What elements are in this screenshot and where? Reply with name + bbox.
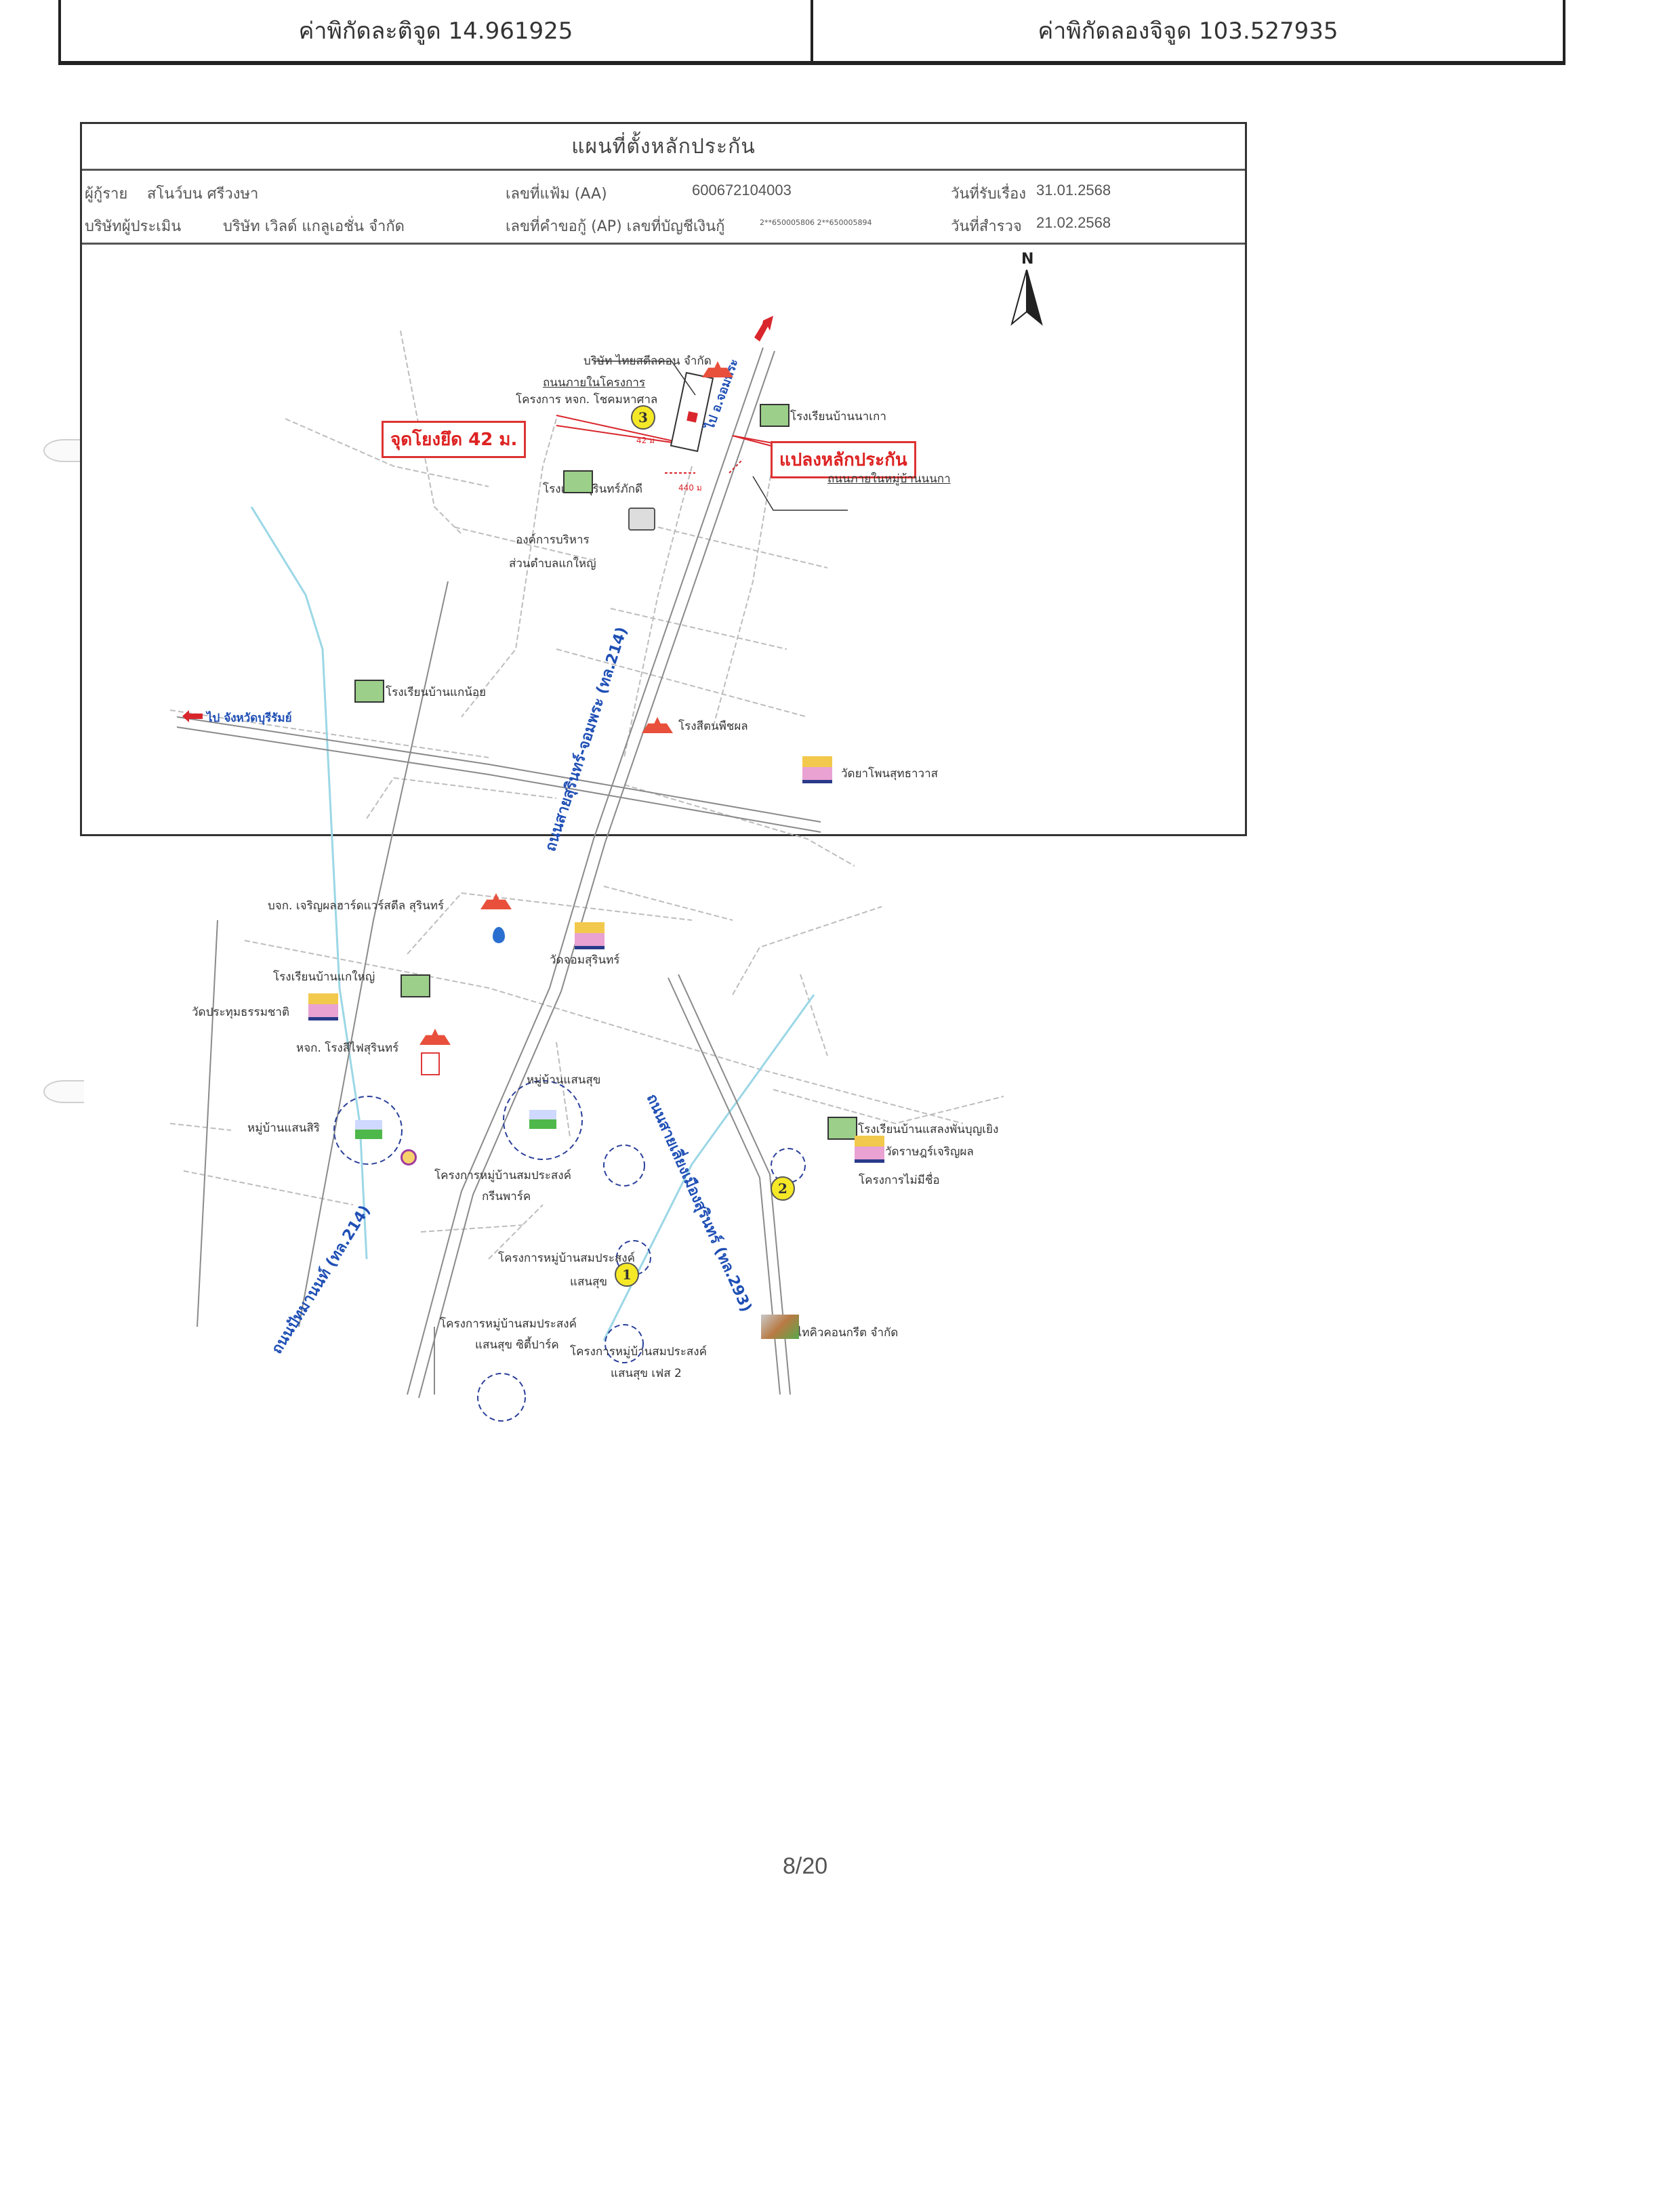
collateral-plot-box: แปลงหลักประกัน — [771, 441, 916, 478]
received-date: 31.01.2568 — [1036, 182, 1111, 199]
label-school-nakao: โรงเรียนบ้านนาเกา — [790, 410, 886, 424]
label-school-kae-noi: โรงเรียนบ้านแกน้อย — [386, 686, 487, 699]
map-info-block: ผู้กู้ราย สโนว์บน ศรีวงษา เลขที่แฟ้ม (AA… — [82, 171, 1245, 245]
project-badge-3: 3 — [631, 405, 655, 430]
school-icon — [760, 404, 790, 427]
coordinates-table: ค่าพิกัดละติจูด 14.961925 ค่าพิกัดลองจิจ… — [58, 0, 1565, 65]
appraiser-name: บริษัท เวิลด์ แกลูเอชั่น จำกัด — [223, 218, 405, 235]
survey-date-label: วันที่สำรวจ — [951, 218, 1022, 235]
label-charoenphon: บจก. เจริญผลฮาร์ดแวร์สตีล สุรินทร์ — [268, 899, 445, 913]
label-school-kae-yai: โรงเรียนบ้านแกใหญ่ — [273, 970, 375, 984]
label-school-salaeng: โรงเรียนบ้านแสลงพันบุญเยิง — [858, 1123, 999, 1136]
road-network — [169, 316, 1004, 1422]
punch-hole-bottom — [43, 1080, 84, 1103]
gas-station-icon — [493, 927, 505, 943]
school-icon — [827, 1117, 857, 1140]
label-phase2-2: แสนสุข เฟส 2 — [611, 1367, 682, 1380]
village-icon — [529, 1110, 556, 1129]
received-date-label: วันที่รับเรื่อง — [951, 186, 1026, 203]
info-row-2: บริษัทผู้ประเมิน บริษัท เวิลด์ แกลูเอชั่… — [82, 209, 1245, 243]
project-badge-2: 2 — [771, 1176, 795, 1201]
punch-hole-top — [43, 439, 84, 462]
distance-42m: 42 ม — [636, 436, 655, 445]
temple-icon — [308, 993, 338, 1020]
label-thai-steel: บริษัท ไทยสตีลคอน จำกัด — [583, 354, 712, 368]
latitude-cell: ค่าพิกัดละติจูด 14.961925 — [298, 18, 573, 45]
road-label-village: ถนนภายในหมู่บ้านนนกา — [827, 472, 951, 486]
info-row-1: ผู้กู้ราย สโนว์บน ศรีวงษา เลขที่แฟ้ม (AA… — [82, 173, 1245, 207]
label-wat-chom: วัดจอมสุรินทร์ — [550, 953, 620, 967]
label-city-park-1: โครงการหมู่บ้านสมประสงค์ — [440, 1317, 577, 1331]
label-green-park-2: กรีนพาร์ค — [482, 1190, 531, 1203]
temple-icon — [575, 922, 605, 949]
north-label: N — [1021, 251, 1034, 268]
landmark-circle-icon — [401, 1149, 417, 1165]
north-arrow-icon: N — [1006, 251, 1047, 326]
label-village-saensiri: หมู่บ้านแสนสิริ — [247, 1121, 320, 1135]
collateral-map-frame: แผนที่ตั้งหลักประกัน ผู้กู้ราย สโนว์บน ศ… — [80, 122, 1247, 1422]
temple-icon — [802, 756, 832, 783]
village-icon — [355, 1120, 382, 1139]
west-direction-label: ไป จังหวัดบุรีรัมย์ — [207, 711, 292, 725]
label-green-park-1: โครงการหมู่บ้านสมประสงค์ — [434, 1169, 571, 1182]
label-project-2: โครงการไม่มีชื่อ — [859, 1174, 940, 1187]
label-rice-mill: หจก. โรงสีไฟสุรินทร์ — [296, 1041, 399, 1055]
label-phase2-1: โครงการหมู่บ้านสมประสงค์ — [570, 1345, 707, 1359]
label-wat-rat: วัดราษฎร์เจริญผล — [885, 1145, 974, 1159]
label-sao-1: องค์การบริหาร — [516, 533, 590, 547]
temple-icon — [855, 1136, 884, 1163]
longitude-cell: ค่าพิกัดลองจิจูด 103.527935 — [811, 0, 1563, 61]
label-saensuk-proj-1: โครงการหมู่บ้านสมประสงค์ — [498, 1252, 635, 1265]
aa-value: 600672104003 — [692, 182, 792, 199]
survey-date: 21.02.2568 — [1036, 214, 1111, 231]
label-village-saensuk: หมู่บ้านแสนสุข — [527, 1073, 601, 1087]
ap-label: เลขที่คำขอกู้ (AP) เลขที่บัญชีเงินกู้ — [506, 218, 725, 235]
label-saensuk-proj-2: แสนสุข — [570, 1275, 607, 1289]
borrower-label: ผู้กู้ราย — [85, 186, 128, 203]
map-canvas: N จุดโยงยึด 42 ม. แปลงหลักประกัน 42 ม 44… — [82, 243, 1245, 1512]
concrete-plant-icon — [761, 1315, 799, 1339]
aa-label: เลขที่แฟ้ม (AA) — [506, 186, 607, 203]
school-icon — [401, 974, 430, 997]
label-wat-pratum: วัดประทุมธรรมชาติ — [192, 1006, 290, 1019]
government-office-icon — [628, 508, 655, 531]
appraiser-label: บริษัทผู้ประเมิน — [85, 218, 182, 235]
west-arrow-icon — [182, 710, 203, 722]
store-icon — [421, 1052, 440, 1075]
map-title: แผนที่ตั้งหลักประกัน — [82, 124, 1245, 171]
borrower-name: สโนว์บน ศรีวงษา — [147, 186, 259, 203]
reference-point-box: จุดโยงยึด 42 ม. — [382, 421, 527, 458]
label-city-park-2: แสนสุข ซิตี้ปาร์ค — [475, 1338, 559, 1352]
school-icon — [354, 680, 384, 703]
project-badge-1: 1 — [615, 1262, 639, 1287]
label-wat-ya-phon: วัดยาโพนสุทธาวาส — [841, 767, 939, 781]
label-sao-2: ส่วนตำบลแกใหญ่ — [509, 557, 596, 571]
school-icon — [563, 470, 593, 493]
ap-value: 2**650005806 2**650005894 — [760, 218, 872, 227]
page-number: 8/20 — [783, 1853, 828, 1879]
label-slaughterhouse: โรงสีตนพืชผล — [678, 720, 748, 733]
road-label-project: ถนนภายในโครงการ — [543, 376, 646, 390]
distance-440m: 440 ม — [678, 483, 702, 493]
label-project-3: โครงการ หจก. โชคมหาศาล — [516, 393, 658, 407]
